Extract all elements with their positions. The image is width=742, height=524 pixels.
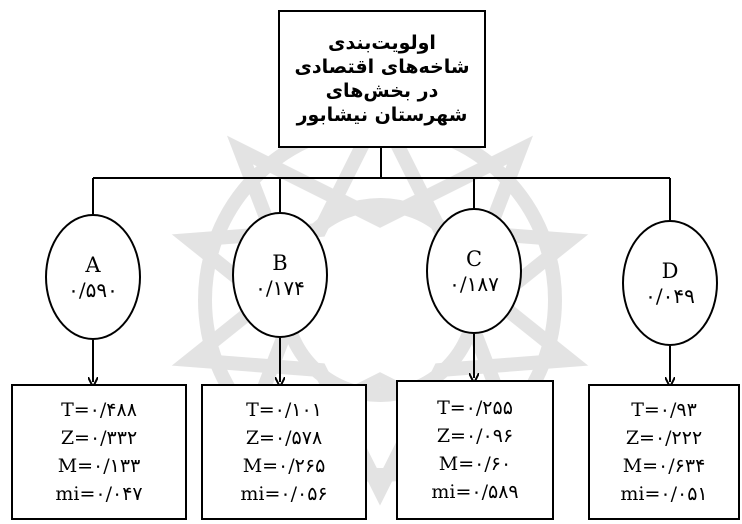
score-m-d: M=۰/۶۳۴ xyxy=(622,455,706,477)
score-mi-b: mi=۰/۰۵۶ xyxy=(240,483,328,505)
score-mi-a: mi=۰/۰۴۷ xyxy=(55,483,143,505)
node-weight-d: ۰/۰۴۹ xyxy=(645,284,695,308)
score-z-c: Z=۰/۰۹۶ xyxy=(436,425,514,447)
node-label-d: D xyxy=(661,259,679,283)
score-z-b: Z=۰/۵۷۸ xyxy=(245,427,323,449)
score-t-a: T=۰/۴۸۸ xyxy=(61,399,137,421)
score-mi-c: mi=۰/۵۸۹ xyxy=(431,481,519,503)
root-title-line-2: شاخه‌های اقتصادی xyxy=(294,56,470,78)
node-weight-b: ۰/۱۷۴ xyxy=(255,276,305,300)
root-goal-box: اولویت‌بندی شاخه‌های اقتصادی در بخش‌های … xyxy=(278,10,486,148)
root-title-line-4: شهرستان نیشابور xyxy=(296,104,468,126)
criterion-node-a: A ۰/۵۹۰ xyxy=(45,214,141,340)
connector-lines xyxy=(93,148,670,382)
score-t-c: T=۰/۲۵۵ xyxy=(437,397,513,419)
score-m-c: M=۰/۶۰ xyxy=(438,453,512,475)
score-m-b: M=۰/۲۶۵ xyxy=(242,455,326,477)
score-box-b: T=۰/۱۰۱ Z=۰/۵۷۸ M=۰/۲۶۵ mi=۰/۰۵۶ xyxy=(201,384,367,520)
node-weight-a: ۰/۵۹۰ xyxy=(68,278,118,302)
node-label-b: B xyxy=(272,251,288,275)
score-z-d: Z=۰/۲۲۲ xyxy=(625,427,703,449)
node-weight-c: ۰/۱۸۷ xyxy=(449,272,499,296)
node-label-a: A xyxy=(85,253,101,277)
score-m-a: M=۰/۱۳۳ xyxy=(57,455,141,477)
score-box-a: T=۰/۴۸۸ Z=۰/۳۳۲ M=۰/۱۳۳ mi=۰/۰۴۷ xyxy=(11,384,187,520)
score-mi-d: mi=۰/۰۵۱ xyxy=(620,483,708,505)
node-label-c: C xyxy=(465,247,483,271)
score-z-a: Z=۰/۳۳۲ xyxy=(60,427,138,449)
score-box-c: T=۰/۲۵۵ Z=۰/۰۹۶ M=۰/۶۰ mi=۰/۵۸۹ xyxy=(396,380,554,520)
criterion-node-d: D ۰/۰۴۹ xyxy=(622,220,718,346)
score-box-d: T=۰/۹۳ Z=۰/۲۲۲ M=۰/۶۳۴ mi=۰/۰۵۱ xyxy=(588,384,740,520)
score-t-b: T=۰/۱۰۱ xyxy=(246,399,322,421)
root-title-line-1: اولویت‌بندی xyxy=(328,32,436,54)
score-t-d: T=۰/۹۳ xyxy=(631,399,697,421)
root-title-line-3: در بخش‌های xyxy=(325,80,439,102)
criterion-node-b: B ۰/۱۷۴ xyxy=(232,212,328,338)
criterion-node-c: C ۰/۱۸۷ xyxy=(426,208,522,334)
